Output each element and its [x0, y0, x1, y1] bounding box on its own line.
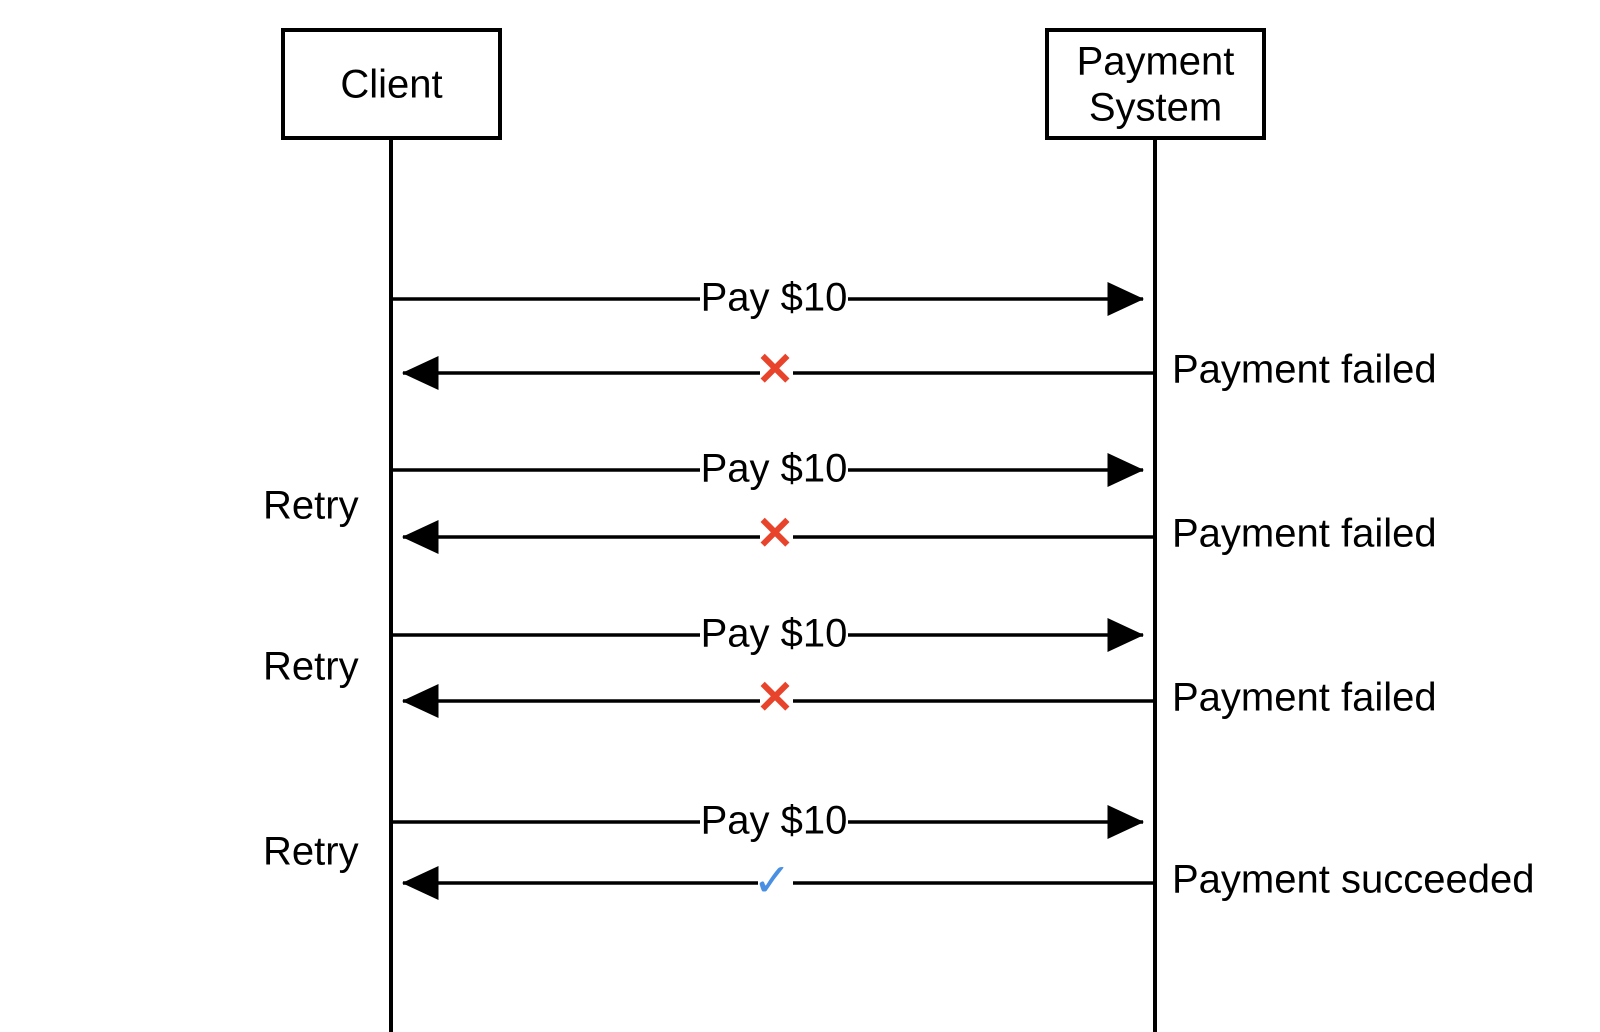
success-check-icon-7: ✓	[753, 854, 792, 906]
actor-client[interactable]: Client	[281, 28, 502, 140]
actor-box-client	[281, 28, 502, 140]
actor-label-payment-system-line1: Payment	[1077, 40, 1235, 84]
message-row-3[interactable]: ✕ Payment failed	[401, 507, 1437, 559]
message-row-5[interactable]: ✕ Payment failed	[401, 671, 1437, 723]
side-label-1: Payment failed	[1172, 348, 1437, 392]
actor-label-client: Client	[340, 63, 442, 107]
actor-label-payment-system-line2: System	[1089, 86, 1222, 130]
side-label-5: Payment failed	[1172, 676, 1437, 720]
fail-mark-icon-5: ✕	[756, 671, 795, 723]
message-label-0: Pay $10	[701, 276, 848, 320]
fail-mark-icon-3: ✕	[756, 507, 795, 559]
retry-label-2: Retry	[263, 645, 359, 689]
side-label-7: Payment succeeded	[1172, 858, 1534, 902]
message-row-0[interactable]: Pay $10	[391, 276, 1145, 320]
message-label-2: Pay $10	[701, 447, 848, 491]
side-label-3: Payment failed	[1172, 512, 1437, 556]
actor-payment-system[interactable]: Payment System	[1045, 28, 1266, 140]
message-row-1[interactable]: ✕ Payment failed	[401, 343, 1437, 395]
retry-label-1: Retry	[263, 484, 359, 528]
message-row-6[interactable]: Pay $10	[391, 799, 1145, 843]
actor-box-payment-system	[1045, 28, 1266, 140]
retry-label-3: Retry	[263, 830, 359, 874]
message-row-2[interactable]: Pay $10	[391, 447, 1145, 491]
message-label-6: Pay $10	[701, 799, 848, 843]
message-row-4[interactable]: Pay $10	[391, 612, 1145, 656]
fail-mark-icon-1: ✕	[756, 343, 795, 395]
message-label-4: Pay $10	[701, 612, 848, 656]
message-row-7[interactable]: ✓ Payment succeeded	[401, 854, 1534, 906]
